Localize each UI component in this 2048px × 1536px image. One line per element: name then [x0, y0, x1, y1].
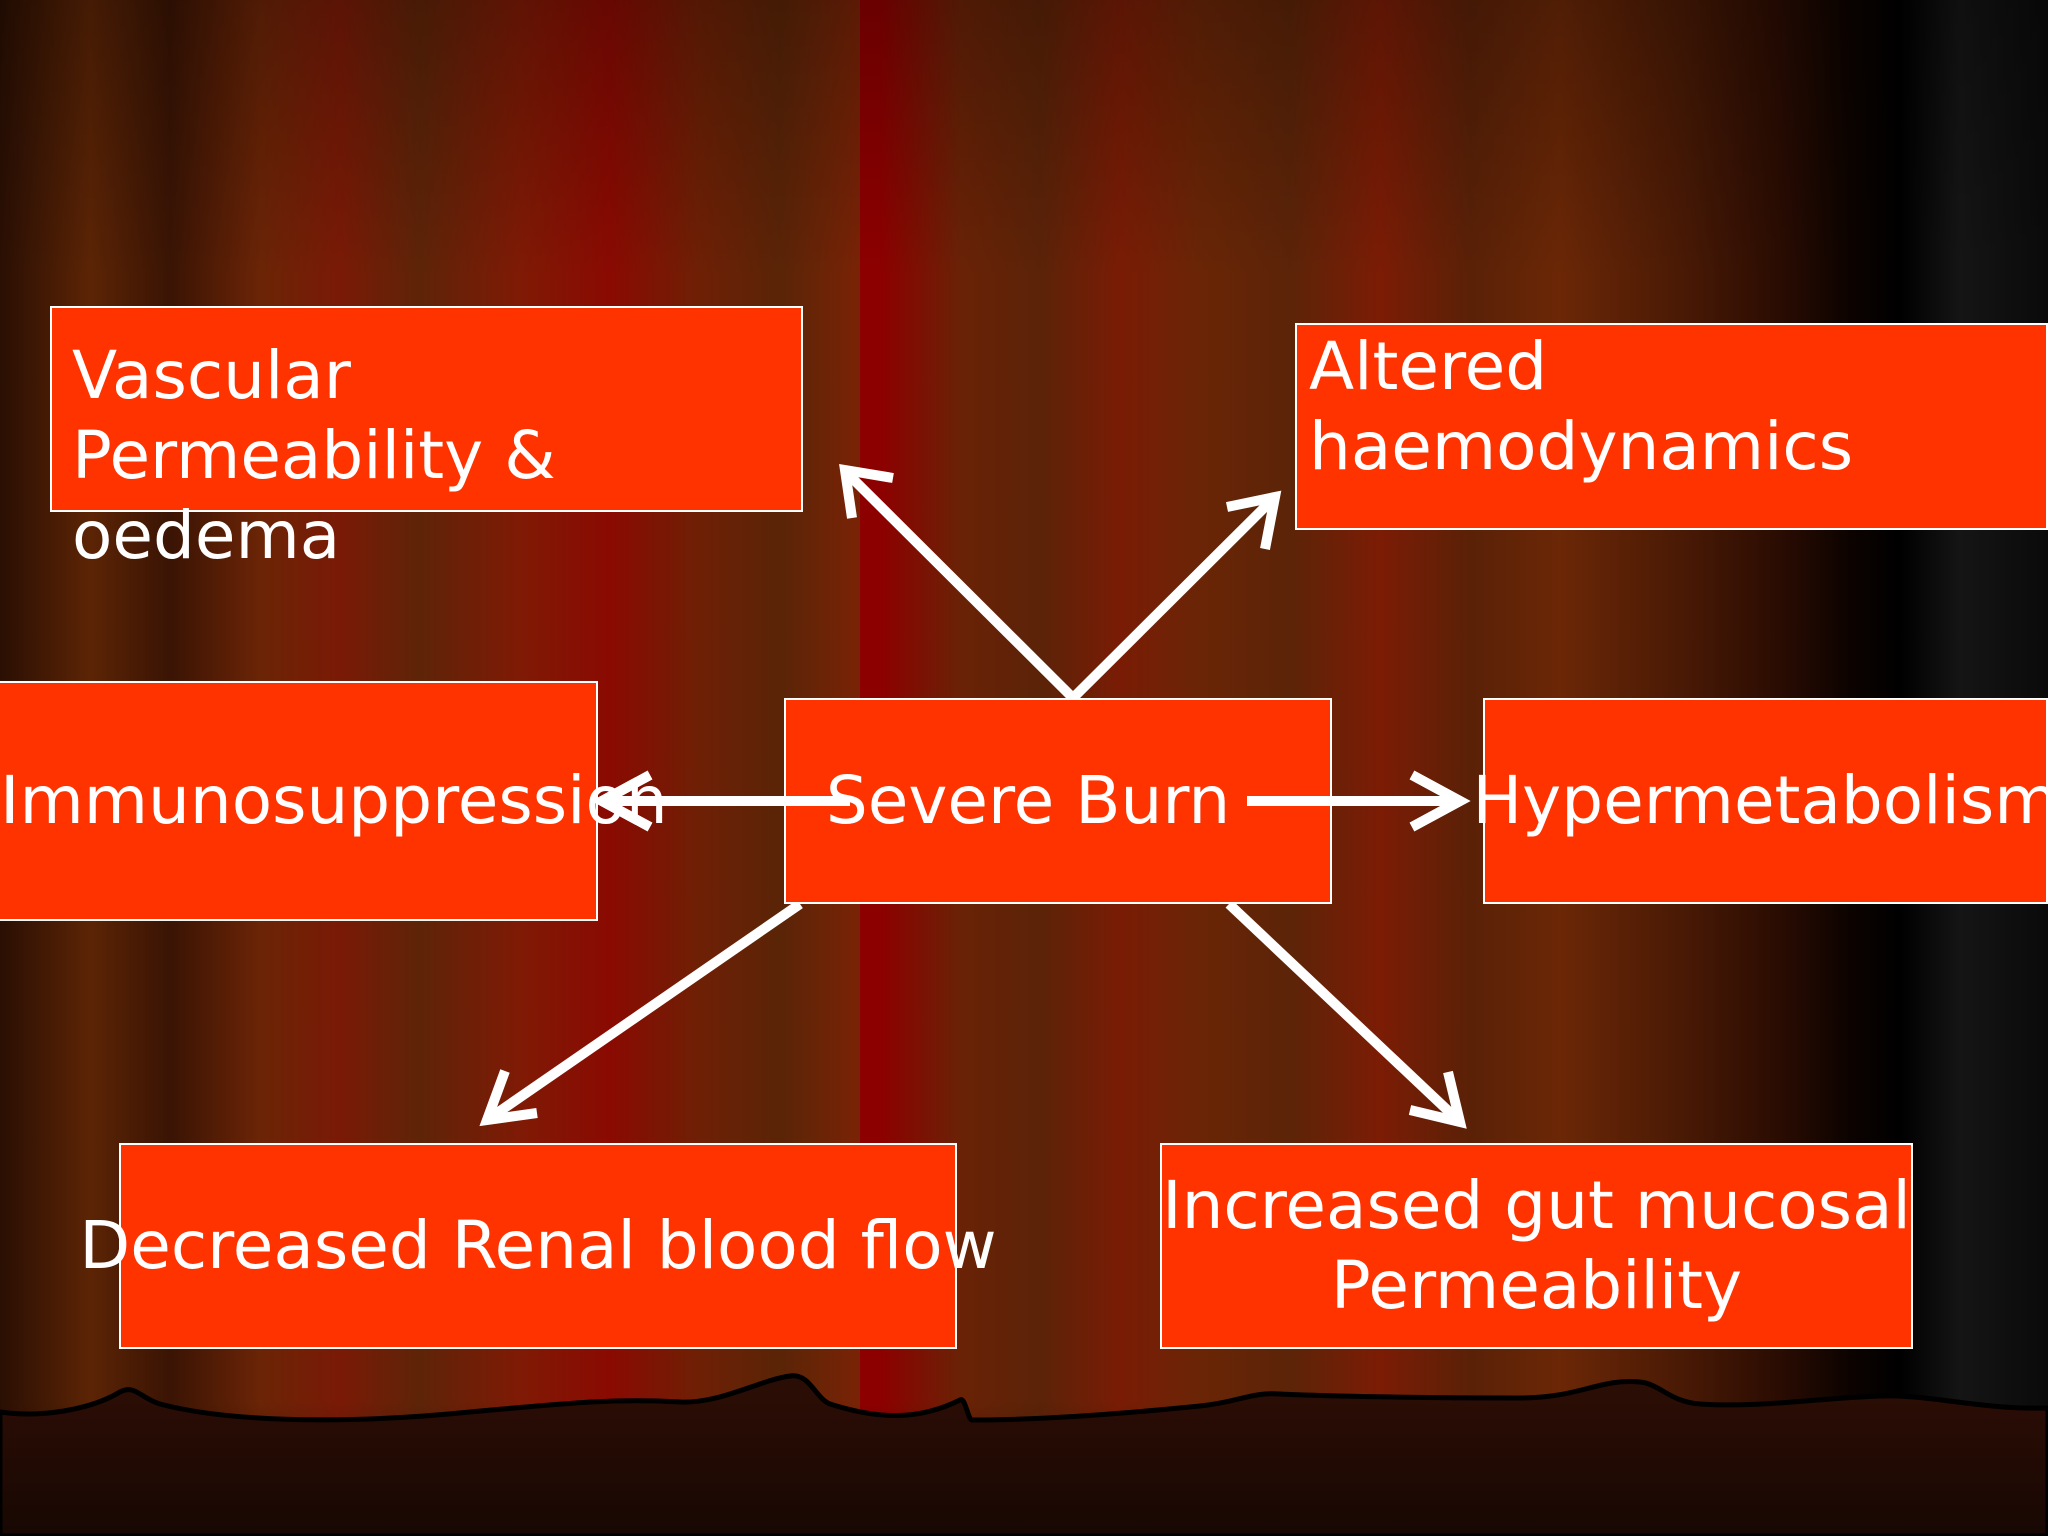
arrowhead-vascular [839, 463, 894, 519]
node-hypermetabolism-label: Hypermetabolism [1472, 762, 2048, 839]
node-vascular-label: Vascular Permeability & oedema [72, 337, 556, 574]
node-altered-haemodynamics: Altered haemodynamics [1295, 323, 2048, 530]
arrowhead-hypermetabolism [1409, 770, 1471, 832]
arrowhead-haemodynamics [1225, 490, 1282, 550]
arrow-to-vascular [846, 472, 1077, 702]
arrowhead-renal [479, 1069, 538, 1127]
arrowhead-overlay-hypermetabolism [1409, 770, 1471, 832]
arrow-to-gut [1225, 900, 1464, 1126]
arrowhead-gut [1408, 1070, 1467, 1129]
node-renal-label: Decreased Renal blood flow [79, 1207, 997, 1284]
node-haemodynamics-label: Altered haemodynamics [1309, 328, 1854, 485]
node-hypermetabolism: Hypermetabolism [1473, 698, 2048, 904]
node-immunosuppression-label: Immunosuppression [0, 762, 668, 839]
node-immunosuppression: Immunosuppression [0, 681, 668, 921]
node-severe-burn: Severe Burn [784, 698, 1332, 904]
node-gut-label: Increased gut mucosal Permeability [1162, 1167, 1911, 1324]
stage-floor [0, 1373, 2048, 1536]
node-vascular-permeability: Vascular Permeability & oedema [50, 306, 803, 574]
arrow-to-renal [484, 899, 803, 1125]
node-severe-burn-label: Severe Burn [825, 762, 1231, 839]
arrow-to-haemodynamics [1069, 498, 1274, 702]
node-increased-gut-permeability: Increased gut mucosal Permeability [1160, 1143, 1913, 1349]
node-decreased-renal-blood-flow: Decreased Renal blood flow [79, 1143, 997, 1349]
